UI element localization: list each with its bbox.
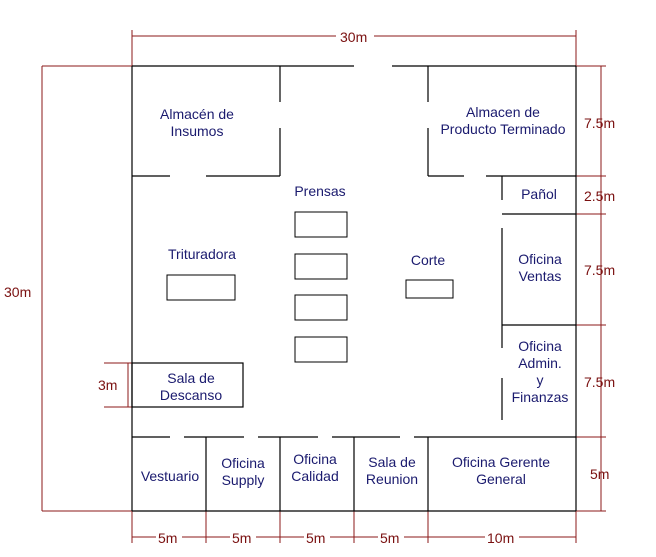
- room-label-line: Admin.: [518, 355, 562, 371]
- dim-bottom-reunion: 5m: [380, 530, 399, 546]
- room-label-line: Producto Terminado: [440, 121, 565, 137]
- dim-right-panol: 2.5m: [584, 188, 615, 204]
- room-label-line: Supply: [222, 472, 265, 488]
- dim-bottom-supply: 5m: [232, 530, 251, 546]
- dimension-labels: 30m 30m 7.5m 2.5m 7.5m 7.5m 5m 3m 5m 5m …: [4, 27, 615, 546]
- room-label-line: Prensas: [294, 183, 345, 199]
- room-label-line: Calidad: [291, 468, 338, 484]
- dim-descanso-height: 3m: [98, 377, 117, 393]
- room-trituradora: Trituradora: [168, 246, 236, 262]
- room-panol: Pañol: [521, 186, 557, 202]
- room-label-line: Sala de: [368, 454, 416, 470]
- dim-right-almacen: 7.5m: [584, 115, 615, 131]
- room-label-line: y: [537, 372, 544, 388]
- room-label-line: Oficina Gerente: [452, 454, 550, 470]
- room-label-line: Trituradora: [168, 246, 236, 262]
- dim-right-admin: 7.5m: [584, 374, 615, 390]
- room-label-line: Vestuario: [141, 468, 200, 484]
- room-label-line: Reunion: [366, 471, 418, 487]
- room-label-line: Corte: [411, 252, 445, 268]
- room-prensas: Prensas: [294, 183, 345, 199]
- room-label-line: Oficina: [221, 455, 265, 471]
- dim-bottom-vestuario: 5m: [158, 530, 177, 546]
- press-2: [294, 253, 348, 280]
- room-vestuario: Vestuario: [141, 468, 200, 484]
- cutter-machine: [405, 279, 454, 299]
- dim-bottom-calidad: 5m: [306, 530, 325, 546]
- walls: [131, 65, 577, 512]
- press-1: [294, 211, 348, 238]
- room-label-line: Almacen de: [466, 104, 540, 120]
- room-label-line: Oficina: [293, 451, 337, 467]
- room-label-line: General: [476, 471, 526, 487]
- dim-bottom-gerente: 10m: [487, 530, 514, 546]
- room-label-line: Almacén de: [160, 106, 234, 122]
- room-label-line: Ventas: [519, 268, 562, 284]
- room-label-line: Insumos: [171, 123, 224, 139]
- room-label-line: Descanso: [160, 387, 222, 403]
- room-label-line: Finanzas: [512, 389, 569, 405]
- shredder-machine: [166, 274, 236, 301]
- dim-right-ventas: 7.5m: [584, 262, 615, 278]
- dim-right-bottom: 5m: [590, 466, 609, 482]
- press-4: [294, 336, 348, 363]
- room-label-line: Oficina: [518, 338, 562, 354]
- machines: [166, 211, 454, 363]
- press-3: [294, 294, 348, 321]
- dim-top-width: 30m: [340, 29, 367, 45]
- room-corte: Corte: [411, 252, 445, 268]
- dim-left-height: 30m: [4, 284, 31, 300]
- room-label-line: Oficina: [518, 251, 562, 267]
- room-label-line: Pañol: [521, 186, 557, 202]
- room-label-line: Sala de: [167, 370, 215, 386]
